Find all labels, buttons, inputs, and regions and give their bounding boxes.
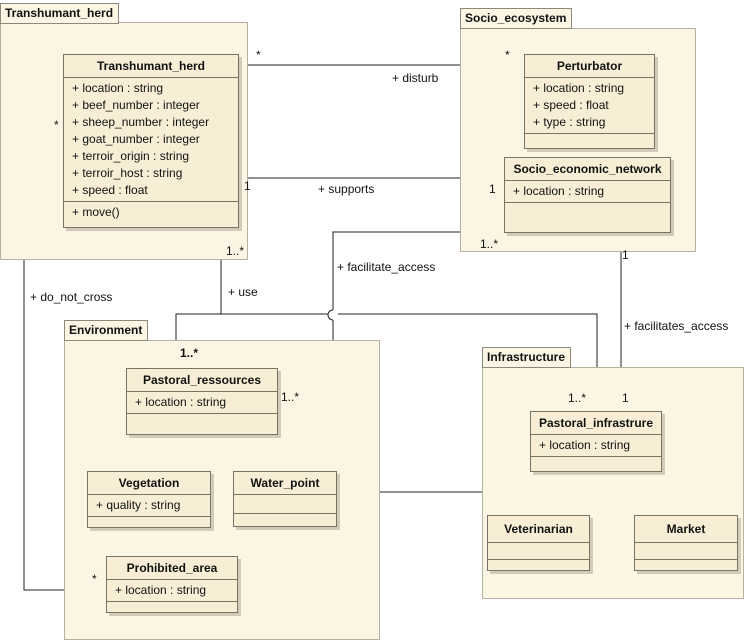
package-socio-tab: Socio_ecosystem <box>460 8 573 29</box>
attribute-list <box>234 495 336 514</box>
class-vegetation[interactable]: Vegetation + quality : string <box>87 471 211 528</box>
attribute-list: + quality : string <box>88 495 210 517</box>
attribute: + goat_number : integer <box>72 132 200 146</box>
class-perturbator[interactable]: Perturbator + location : string + speed … <box>524 54 655 149</box>
attribute: + location : string <box>135 395 227 409</box>
multiplicity: 1..* <box>568 391 587 405</box>
class-name: Prohibited_area <box>107 557 237 580</box>
multiplicity: * <box>54 118 59 132</box>
facilitate-access-label: + facilitate_access <box>337 260 436 274</box>
attribute: + location : string <box>513 184 605 198</box>
attribute: + beef_number : integer <box>72 98 200 112</box>
class-socio-economic-network[interactable]: Socio_economic_network + location : stri… <box>504 157 671 233</box>
operation-list <box>88 517 210 527</box>
operation: + move() <box>72 205 120 219</box>
class-name: Vegetation <box>88 472 210 495</box>
supports-label: + supports <box>318 182 375 196</box>
disturb-label: + disturb <box>392 71 439 85</box>
multiplicity: * <box>256 48 261 62</box>
operation-list <box>488 560 589 570</box>
multiplicity: 1 <box>622 248 629 262</box>
operation-list <box>505 203 670 232</box>
class-transhumant-herd[interactable]: Transhumant_herd + location : string + b… <box>63 54 239 228</box>
class-market[interactable]: Market <box>634 515 738 571</box>
attribute-list: + location : string <box>107 580 237 602</box>
multiplicity: 1..* <box>180 346 199 360</box>
attribute: + location : string <box>539 438 631 452</box>
line-hop <box>327 309 334 321</box>
class-pastoral-infrastructure[interactable]: Pastoral_infrastrure + location : string <box>530 411 662 472</box>
use-label: + use <box>228 285 258 299</box>
attribute: + terroir_host : string <box>72 166 183 180</box>
attribute: + type : string <box>533 115 606 129</box>
attribute-list <box>635 543 737 560</box>
facilitates-access-label: + facilitates_access <box>624 319 729 333</box>
class-name: Perturbator <box>525 55 654 78</box>
multiplicity: * <box>505 48 510 62</box>
attribute: + sheep_number : integer <box>72 115 210 129</box>
attribute: + quality : string <box>96 498 181 512</box>
operation-list <box>234 514 336 526</box>
class-name: Pastoral_infrastrure <box>531 412 661 435</box>
attribute-list <box>488 543 589 560</box>
class-name: Veterinarian <box>488 516 589 543</box>
class-name: Transhumant_herd <box>64 55 238 78</box>
multiplicity: 1 <box>622 391 629 405</box>
package-transhumant-tab: Transhumant_herd <box>0 3 120 24</box>
multiplicity: 1 <box>244 179 251 193</box>
class-name: Market <box>635 516 737 543</box>
operation-list <box>525 134 654 148</box>
attribute-list: + location : string + beef_number : inte… <box>64 78 238 202</box>
attribute: + terroir_origin : string <box>72 149 190 163</box>
attribute: + speed : float <box>72 183 148 197</box>
operation-list <box>127 414 277 434</box>
class-name: Water_point <box>234 472 336 495</box>
multiplicity: * <box>92 572 97 586</box>
multiplicity: 1..* <box>226 244 245 258</box>
class-name: Pastoral_ressources <box>127 369 277 392</box>
attribute-list: + location : string <box>505 181 670 203</box>
class-water-point[interactable]: Water_point <box>233 471 337 527</box>
multiplicity: 1 <box>489 182 496 196</box>
attribute: + location : string <box>72 81 164 95</box>
class-pastoral-ressources[interactable]: Pastoral_ressources + location : string <box>126 368 278 435</box>
operation-list <box>107 602 237 612</box>
class-prohibited-area[interactable]: Prohibited_area + location : string <box>106 556 238 613</box>
attribute: + location : string <box>533 81 625 95</box>
do-not-cross-label: + do_not_cross <box>30 290 113 304</box>
attribute-list: + location : string + speed : float + ty… <box>525 78 654 134</box>
package-environment-tab: Environment <box>64 320 149 341</box>
attribute-list: + location : string <box>127 392 277 414</box>
attribute: + speed : float <box>533 98 609 112</box>
attribute-list: + location : string <box>531 435 661 457</box>
multiplicity: 1..* <box>480 237 499 251</box>
operation-list <box>635 560 737 570</box>
operation-list: + move() <box>64 202 238 227</box>
class-veterinarian[interactable]: Veterinarian <box>487 515 590 571</box>
class-name: Socio_economic_network <box>505 158 670 181</box>
multiplicity: 1..* <box>281 390 300 404</box>
attribute: + location : string <box>115 583 207 597</box>
package-infrastructure-tab: Infrastructure <box>482 347 572 368</box>
operation-list <box>531 457 661 471</box>
